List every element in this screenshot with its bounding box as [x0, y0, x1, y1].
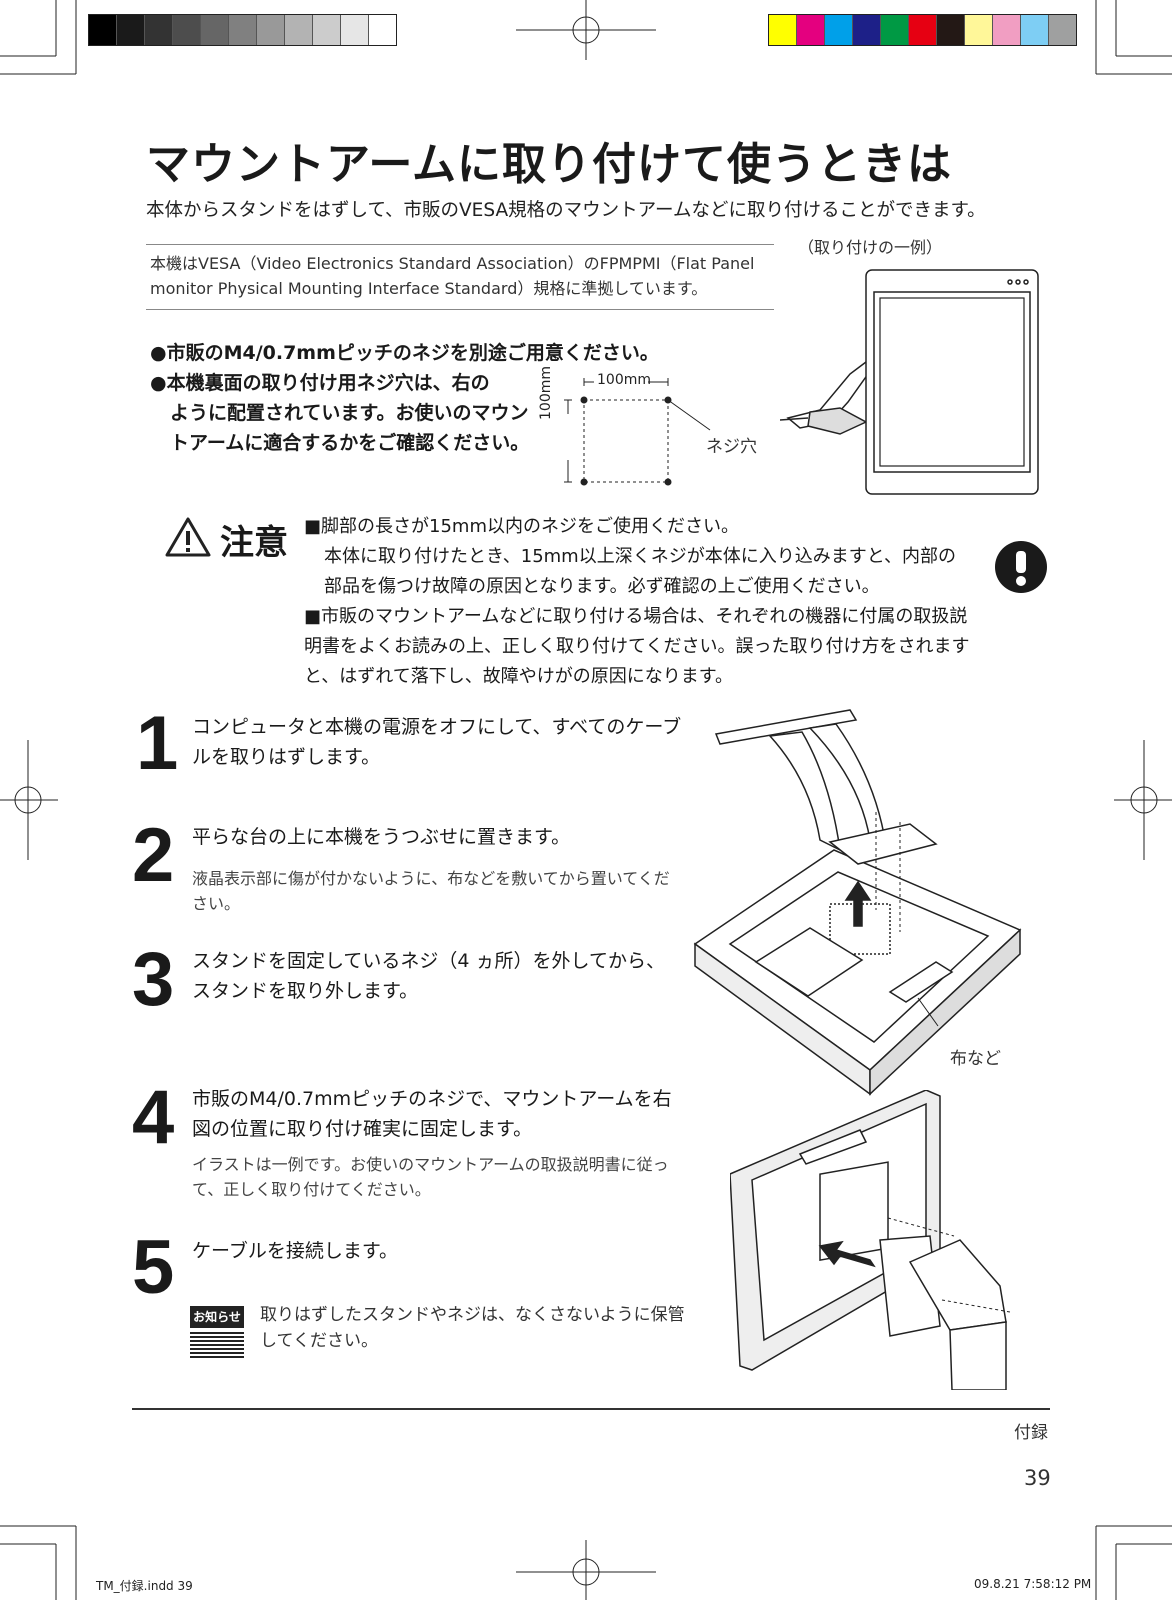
- step-number-1: 1: [136, 701, 179, 786]
- example-caption: （取り付けの一例）: [798, 238, 943, 257]
- color-swatch: [908, 15, 936, 45]
- gray-swatch: [368, 15, 396, 45]
- notice-badge-label: お知らせ: [190, 1306, 244, 1328]
- caution-item1-detail: 本体に取り付けたとき、15mm以上深くネジが本体に入り込みますと、内部の部品を傷…: [324, 546, 956, 597]
- gray-swatch: [200, 15, 228, 45]
- color-swatch: [1020, 15, 1048, 45]
- gray-swatch: [340, 15, 368, 45]
- caution-item1: ■脚部の長さが15mm以内のネジをご使用ください。: [304, 516, 739, 537]
- step-text-3: スタンドを固定しているネジ（4 ヵ所）を外してから、スタンドを取り外します。: [192, 950, 665, 1002]
- gray-swatch: [116, 15, 144, 45]
- bullet-screw-holes-line1: ●本機裏面の取り付け用ネジ穴は、右の: [150, 372, 490, 394]
- step-text-2: 平らな台の上に本機をうつぶせに置きます。: [192, 826, 571, 848]
- color-swatch: [852, 15, 880, 45]
- notice-badge-stripes: [190, 1332, 244, 1358]
- exclamation-icon: [995, 541, 1047, 593]
- section-label: 付録: [1014, 1423, 1048, 1443]
- bullet-screw-holes: ●本機裏面の取り付け用ネジ穴は、右の ように配置されています。お使いのマウントア…: [150, 368, 540, 458]
- gray-swatch: [284, 15, 312, 45]
- footer-rule: [132, 1408, 1050, 1410]
- caution-label: 注意: [220, 523, 288, 563]
- page-number: 39: [1024, 1466, 1051, 1490]
- color-swatch: [796, 15, 824, 45]
- arm-mount-illustration: [730, 1090, 1011, 1390]
- step-text-5: ケーブルを接続します。: [192, 1240, 398, 1262]
- notice-badge: お知らせ: [190, 1306, 244, 1362]
- cloth-label: 布など: [950, 1049, 1001, 1069]
- step-number-2: 2: [132, 813, 175, 898]
- screw-hole-diagram: [564, 378, 711, 486]
- gray-swatch: [89, 15, 116, 45]
- color-swatch: [880, 15, 908, 45]
- gray-swatch: [228, 15, 256, 45]
- caution-item2: ■市販のマウントアームなどに取り付ける場合は、それぞれの機器に付属の取扱説明書を…: [304, 606, 970, 687]
- warning-triangle-icon: [165, 517, 211, 557]
- color-swatch: [936, 15, 964, 45]
- diagram-width-label: 100mm: [597, 372, 651, 388]
- gray-swatch: [144, 15, 172, 45]
- step-number-3: 3: [132, 937, 175, 1022]
- color-calibration-bar: [768, 14, 1077, 46]
- color-swatch: [824, 15, 852, 45]
- slug-timestamp: 09.8.21 7:58:12 PM: [974, 1577, 1092, 1591]
- color-swatch: [992, 15, 1020, 45]
- step-note-2: 液晶表示部に傷が付かないように、布などを敷いてから置いてください。: [192, 869, 670, 913]
- color-swatch: [1048, 15, 1076, 45]
- page-title: マウントアームに取り付けて使うときは: [146, 139, 953, 190]
- gray-calibration-bar: [88, 14, 397, 46]
- color-swatch: [769, 15, 796, 45]
- notice-text: 取りはずしたスタンドやネジは、なくさないように保管してください。: [260, 1305, 685, 1351]
- slug-file: TM_付録.indd 39: [96, 1579, 193, 1593]
- step-text-1: コンピュータと本機の電源をオフにして、すべてのケーブルを取りはずします。: [192, 716, 682, 768]
- gray-swatch: [172, 15, 200, 45]
- vesa-note: 本機はVESA（Video Electronics Standard Assoc…: [146, 244, 774, 310]
- page-subtitle: 本体からスタンドをはずして、市販のVESA規格のマウントアームなどに取り付けるこ…: [146, 200, 986, 221]
- step-number-4: 4: [132, 1075, 175, 1160]
- stand-removal-illustration: [693, 709, 1022, 1096]
- monitor-mount-illustration: [780, 269, 1039, 495]
- gray-swatch: [312, 15, 340, 45]
- diagram-hole-label: ネジ穴: [706, 437, 757, 457]
- caution-text: ■脚部の長さが15mm以内のネジをご使用ください。 本体に取り付けたとき、15m…: [304, 512, 972, 692]
- color-swatch: [964, 15, 992, 45]
- step-number-5: 5: [132, 1225, 175, 1310]
- step-note-4: イラストは一例です。お使いのマウントアームの取扱説明書に従って、正しく取り付けて…: [192, 1155, 669, 1199]
- bullet-screw-spec: ●市販のM4/0.7mmピッチのネジを別途ご用意ください。: [150, 342, 659, 364]
- bullet-screw-holes-cont: ように配置されています。お使いのマウントアームに適合するかをご確認ください。: [170, 402, 530, 454]
- diagram-height-label: 100mm: [538, 366, 554, 420]
- gray-swatch: [256, 15, 284, 45]
- step-text-4: 市販のM4/0.7mmピッチのネジで、マウントアームを右図の位置に取り付け確実に…: [192, 1088, 672, 1140]
